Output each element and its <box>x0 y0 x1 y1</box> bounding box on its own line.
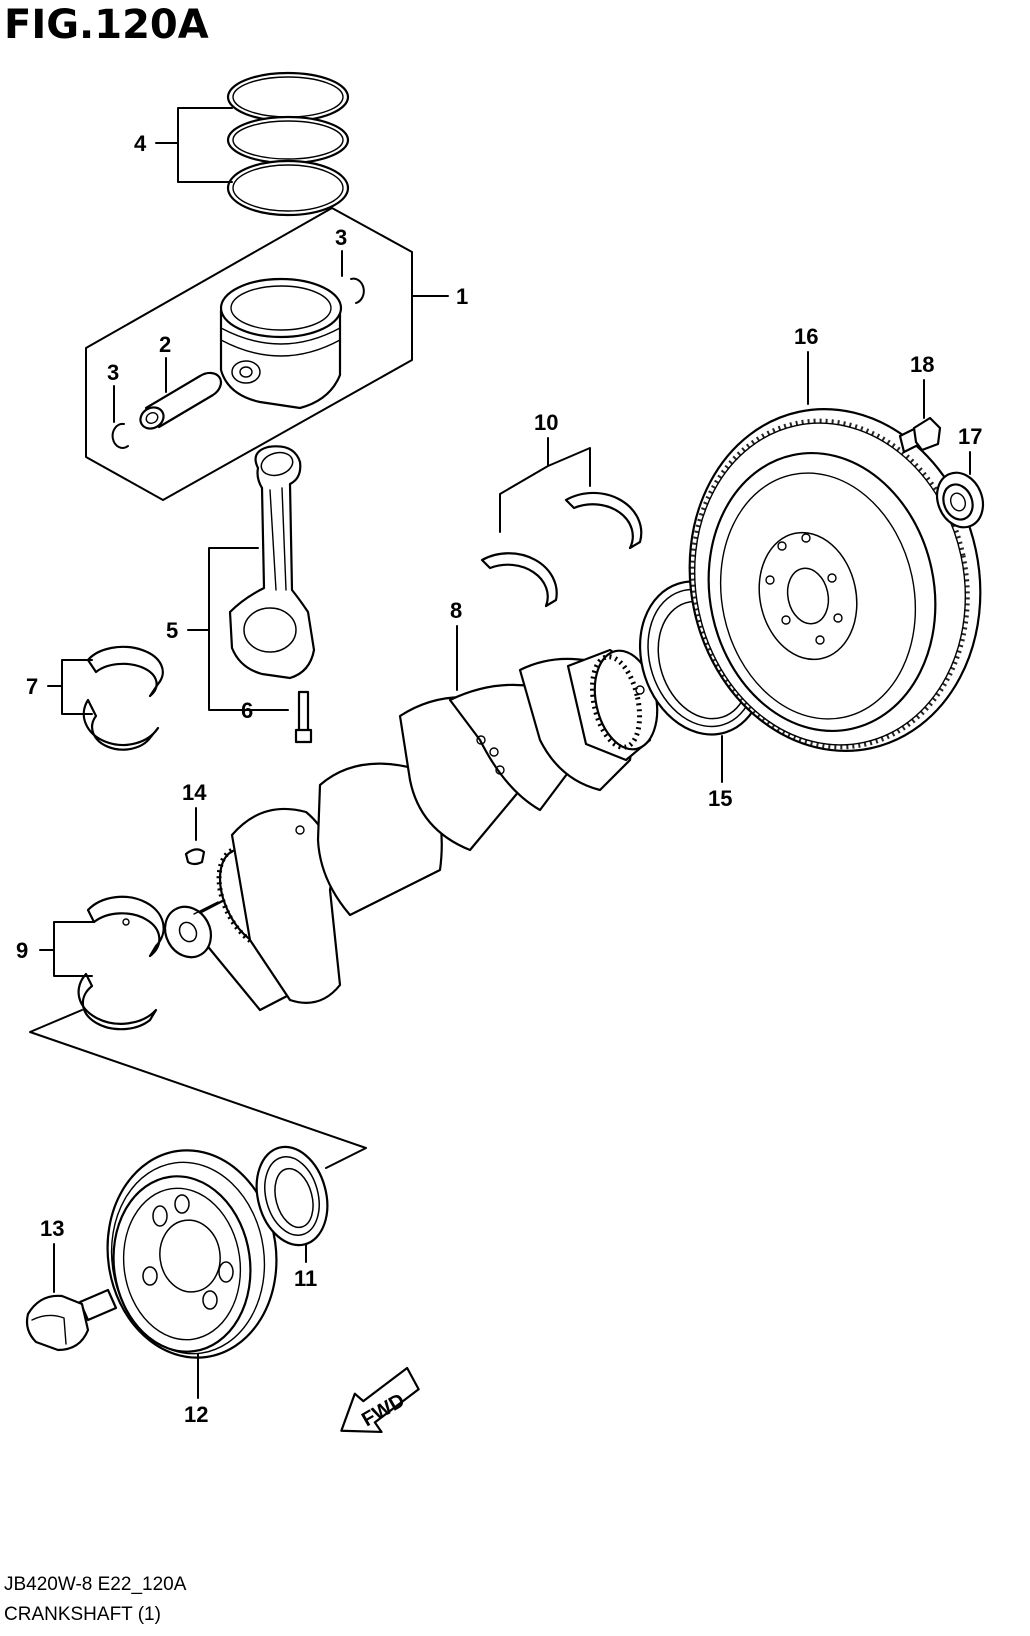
callout-7: 7 <box>26 659 93 715</box>
callout-5-6: 5 6 <box>166 547 289 723</box>
callout-13: 13 <box>40 1216 64 1293</box>
callout-label-8: 8 <box>450 598 462 623</box>
callout-label-4: 4 <box>134 131 147 156</box>
thrust-washers[interactable] <box>480 491 643 608</box>
callout-3-right: 3 <box>335 225 347 277</box>
callout-11: 11 <box>294 1243 317 1291</box>
piston-pin[interactable] <box>137 371 223 433</box>
callout-label-2: 2 <box>159 332 171 357</box>
callout-label-6: 6 <box>241 698 253 723</box>
callout-label-18: 18 <box>910 352 934 377</box>
callout-label-7: 7 <box>26 674 38 699</box>
callout-label-17: 17 <box>958 424 982 449</box>
piston-rings[interactable] <box>226 71 350 217</box>
callout-18: 18 <box>910 352 934 419</box>
callout-12: 12 <box>184 1353 208 1427</box>
connecting-rod[interactable] <box>228 445 316 680</box>
flywheel[interactable] <box>658 382 1011 778</box>
callout-label-3-left: 3 <box>107 360 119 385</box>
callout-label-1: 1 <box>456 284 468 309</box>
snap-ring-right[interactable] <box>350 277 365 304</box>
snap-ring-left[interactable] <box>111 422 129 449</box>
callout-label-14: 14 <box>182 780 207 805</box>
callout-2: 2 <box>159 332 171 393</box>
callout-9: 9 <box>16 921 367 1169</box>
figure-title: FIG.120A <box>4 2 209 48</box>
callout-10: 10 <box>499 410 591 533</box>
callout-label-5: 5 <box>166 618 178 643</box>
crankshaft[interactable] <box>156 645 665 1012</box>
callout-1: 1 <box>411 284 468 309</box>
conrod-bearings[interactable] <box>82 645 164 751</box>
callout-16: 16 <box>794 324 818 405</box>
front-oil-seal[interactable] <box>246 1139 338 1253</box>
crankshaft-key[interactable] <box>184 848 206 866</box>
callout-label-15: 15 <box>708 786 732 811</box>
callout-label-13: 13 <box>40 1216 64 1241</box>
callout-label-10: 10 <box>534 410 558 435</box>
forward-direction-arrow: FWD <box>340 1366 420 1434</box>
callout-8: 8 <box>450 598 462 691</box>
callout-label-12: 12 <box>184 1402 208 1427</box>
callout-3-left: 3 <box>107 360 119 423</box>
callout-17: 17 <box>958 424 982 475</box>
callout-label-9: 9 <box>16 938 28 963</box>
figure-caption: CRANKSHAFT (1) <box>4 1604 161 1625</box>
crankshaft-pulley[interactable] <box>94 1139 289 1368</box>
flywheel-bolt[interactable] <box>898 416 942 454</box>
pulley-bolt[interactable] <box>25 1288 118 1352</box>
callout-label-3-right: 3 <box>335 225 347 250</box>
callout-label-16: 16 <box>794 324 818 349</box>
pilot-bearing[interactable] <box>929 466 991 534</box>
piston-assembly-group-box <box>85 207 413 501</box>
callout-4: 4 <box>134 107 233 183</box>
main-bearings[interactable] <box>77 895 165 1031</box>
callout-14: 14 <box>182 780 207 841</box>
callout-label-11: 11 <box>294 1266 317 1291</box>
callout-15: 15 <box>708 735 732 811</box>
piston[interactable] <box>219 277 343 410</box>
figure-code: JB420W-8 E22_120A <box>4 1574 187 1595</box>
connecting-rod-bolt[interactable] <box>294 690 313 744</box>
